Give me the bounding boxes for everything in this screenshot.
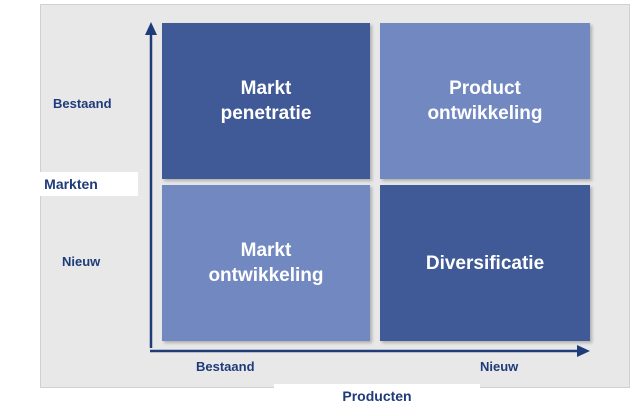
cell-diversification-label: Diversificatie [425, 252, 545, 274]
row-label-new: Nieuw [62, 254, 101, 269]
cell-market-penetration-label: Markt penetratie [220, 78, 312, 124]
x-axis-title: Producten [274, 384, 480, 408]
cell-diversification: Diversificatie [380, 185, 590, 341]
cell-market-development-label: Markt ontwikkeling [208, 240, 324, 286]
column-label-existing: Bestaand [196, 359, 255, 374]
cell-product-development-label: Product ontwikkeling [427, 78, 543, 124]
x-axis-arrow [577, 345, 590, 357]
y-axis-title: Markten [4, 172, 138, 196]
cell-market-development: Markt ontwikkeling [162, 185, 370, 341]
cell-market-penetration: Markt penetratie [162, 23, 370, 179]
y-axis-arrow [145, 22, 157, 35]
row-label-existing: Bestaand [53, 96, 112, 111]
column-label-new: Nieuw [480, 359, 519, 374]
cell-product-development: Product ontwikkeling [380, 23, 590, 179]
